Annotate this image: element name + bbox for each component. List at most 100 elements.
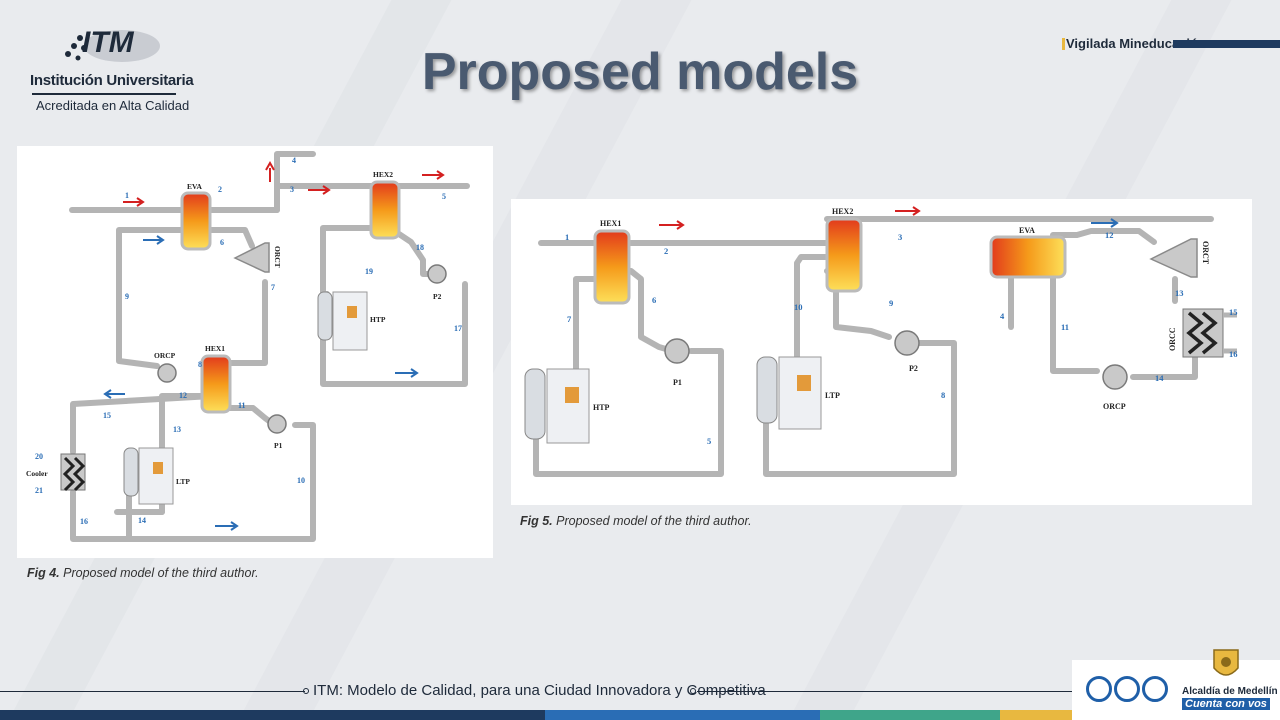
fig4-stream-15: 15 [103,411,111,420]
slide-title: Proposed models [421,43,859,101]
fig4-label-p1: P1 [274,441,283,450]
footer-line [0,691,305,692]
fig5-svg: HEX1 HEX2 EVA ORCT ORCC ORCP P1 P2 HTP L… [524,206,1238,477]
fig5-stream-10: 10 [794,302,803,312]
fig4-stream-8: 8 [198,360,202,369]
fig4-stream-10: 10 [297,476,305,485]
fig4-stream-4: 4 [292,156,296,165]
footer-text: ITM: Modelo de Calidad, para una Ciudad … [313,682,766,699]
fig5-stream-2: 2 [664,246,668,256]
fig4-stream-1: 1 [125,191,129,200]
certification-seal-icon [1086,676,1112,702]
fig4-label-p2: P2 [433,292,442,301]
bottom-band-teal [820,710,1000,720]
itm-logo-text: ITM [82,26,134,59]
vigilada-bar [1173,40,1280,48]
fig4-p2-pump [427,264,447,284]
fig4-stream-14: 14 [138,516,146,525]
fig5-stream-3: 3 [898,232,902,242]
fig5-stream-6: 6 [652,295,656,305]
fig4-stream-7: 7 [271,283,275,292]
fig4-cooler [60,453,86,492]
fig5-eva-exchanger [989,235,1067,279]
fig4-stream-16: 16 [80,517,88,526]
fig4-htp-tank [317,291,368,351]
fig4-stream-13: 13 [173,425,181,434]
vigilada-mark [1062,38,1065,50]
fig4-hex1-exchanger [200,354,232,414]
fig4-ltp-tank [123,447,174,505]
cuenta-con-vos-text: Cuenta con vos [1182,698,1270,710]
fig4-label-orcp: ORCP [154,351,176,360]
itm-logo: ITM Institución Universitaria Acreditada… [30,26,194,116]
fig5-label-p1: P1 [673,378,682,387]
fig4-stream-19: 19 [365,267,373,276]
fig5-htp-tank [524,368,590,444]
fig4-diagram: EVA HEX2 HEX1 ORCT ORCP P1 P2 HTP LTP Co… [17,146,493,558]
fig5-stream-15: 15 [1229,307,1238,317]
fig4-svg: EVA HEX2 HEX1 ORCT ORCP P1 P2 HTP LTP Co… [26,151,470,542]
fig4-stream-6: 6 [220,238,224,247]
fig5-stream-9: 9 [889,298,893,308]
fig4-stream-17: 17 [454,324,462,333]
fig5-label-orcp: ORCP [1103,402,1126,411]
fig4-caption-text: Proposed model of the third author. [59,566,259,580]
fig5-label-p2: P2 [909,364,918,373]
fig5-ltp-tank [756,356,822,430]
fig5-label-eva: EVA [1019,226,1035,235]
fig4-caption: Fig 4. Proposed model of the third autho… [27,566,259,580]
fig5-stream-12: 12 [1105,230,1114,240]
bottom-band-navy [0,710,545,720]
fig4-orct-turbine [233,242,270,273]
fig5-stream-11: 11 [1061,322,1069,332]
fig5-stream-1: 1 [565,232,569,242]
fig4-stream-11: 11 [238,401,246,410]
fig4-stream-5: 5 [442,192,446,201]
fig4-label-eva: EVA [187,182,202,191]
bottom-band-blue [545,710,820,720]
fig5-p2-pump [894,330,920,356]
fig4-stream-21: 21 [35,486,43,495]
fig5-label-ltp: LTP [825,391,840,400]
fig5-stream-5: 5 [707,436,711,446]
iqnet-seal-icon [1142,676,1168,702]
fig4-orcp-pump [157,363,177,383]
fig5-stream-4: 4 [1000,311,1005,321]
footer-dot [690,688,696,694]
fig4-p1-pump [267,414,287,434]
fig4-hex2-exchanger [369,180,401,240]
logo-divider [32,93,176,95]
fig4-stream-18: 18 [416,243,424,252]
fig5-hex2-exchanger [825,217,863,293]
fig4-label-ltp: LTP [176,477,190,486]
itm-logo-mark-icon [65,30,160,62]
fig5-stream-16: 16 [1229,349,1238,359]
fig4-eva-exchanger [180,191,212,251]
fig5-hex1-exchanger [593,229,631,305]
fig4-stream-20: 20 [35,452,43,461]
fig4-label-htp: HTP [370,315,386,324]
fig5-label-hex2: HEX2 [832,207,853,216]
accreditation-text: Acreditada en Alta Calidad [36,98,190,113]
alcaldia-text: Alcaldía de Medellín [1182,686,1278,697]
fig5-caption-label: Fig 5. [520,514,553,528]
fig4-label-hex2: HEX2 [373,170,393,179]
fig5-stream-13: 13 [1175,288,1184,298]
fig5-label-orcc: ORCC [1168,327,1177,351]
fig4-label-orct: ORCT [273,246,282,268]
fig5-label-hex1: HEX1 [600,219,621,228]
fig4-label-cooler: Cooler [26,469,48,478]
institution-name: Institución Universitaria [30,72,194,89]
fig5-p1-pump [664,338,690,364]
vigilada-text: Vigilada Mineducación [1066,36,1206,51]
fig5-diagram: HEX1 HEX2 EVA ORCT ORCC ORCP P1 P2 HTP L… [511,199,1252,505]
fig5-stream-14: 14 [1155,373,1164,383]
fig4-stream-12: 12 [179,391,187,400]
fig5-label-orct: ORCT [1201,241,1210,265]
fig4-caption-label: Fig 4. [27,566,60,580]
medellin-coat-of-arms-icon [1213,649,1239,676]
footer-dot [303,688,309,694]
fig5-orcc-condenser [1182,308,1237,358]
fig5-caption-text: Proposed model of the third author. [552,514,752,528]
fig5-stream-8: 8 [941,390,945,400]
